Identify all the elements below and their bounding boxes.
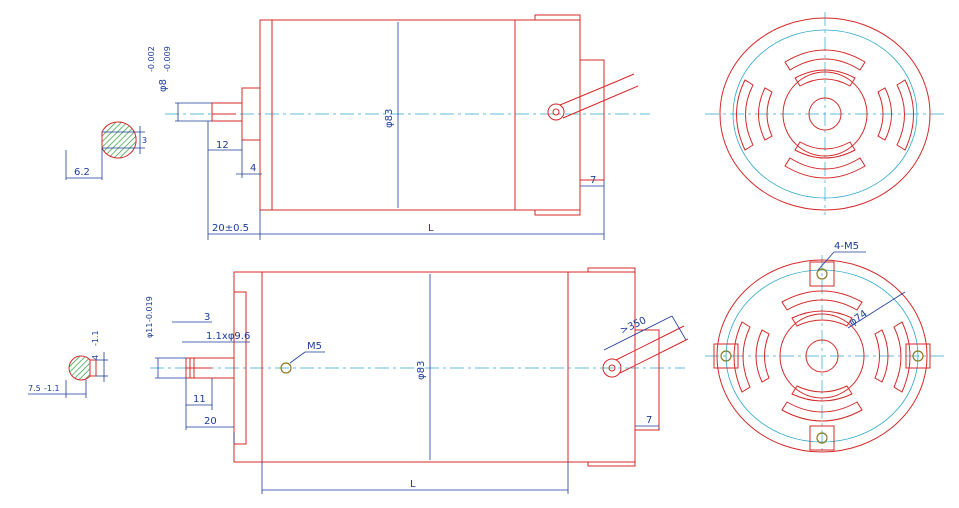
- bottom-end-hub: [779, 313, 865, 399]
- top-terminal-eye: [547, 103, 565, 121]
- top-4-label: 4: [250, 163, 256, 174]
- bottom-slot-lower-2: [791, 385, 853, 402]
- hole-left: [720, 350, 732, 362]
- bottom-11-label: 11: [193, 394, 206, 405]
- m5-leader: [289, 351, 306, 364]
- top-slot-upper-1: [784, 49, 866, 71]
- bottom-section-hatch: [68, 355, 91, 381]
- top-slot-upper-2: [794, 69, 856, 87]
- bottom-section-key: [89, 359, 97, 377]
- top-bracket-bottom: [534, 210, 581, 216]
- top-end-view: [705, 12, 945, 215]
- bottom-slot-right-1: [893, 321, 911, 393]
- top-end-cap: [579, 59, 605, 181]
- bottom-terminal-hole: [608, 364, 616, 372]
- top-end-outer: [719, 17, 931, 211]
- top-body-dia-label: φ83: [384, 109, 395, 128]
- cable-dim-ext: [671, 315, 687, 341]
- top-slot-right-2: [877, 87, 892, 141]
- bottom-collar-label: 1.1xφ9.6: [206, 331, 250, 342]
- bottom-end-outer: [716, 259, 928, 453]
- bottom-cable-3: [667, 325, 685, 335]
- tab-top: [809, 261, 835, 287]
- top-shaft: [211, 102, 243, 122]
- bottom-slot-lower-1: [781, 401, 863, 422]
- top-end-pcd: [732, 29, 918, 199]
- tab-bottom: [809, 425, 835, 451]
- flat-depth-label: 3: [142, 136, 147, 145]
- bottom-terminal-eye: [602, 358, 622, 378]
- top-cable-1: [559, 79, 621, 106]
- key-side-label: 4: [91, 355, 100, 360]
- top-slot-left-2: [758, 87, 773, 141]
- bottom-slot-left-1: [733, 321, 751, 393]
- top-slot-left-1: [736, 79, 754, 151]
- bottom-end-bore: [805, 339, 839, 373]
- key-left-tol-label: -1.1: [44, 384, 60, 393]
- bottom-shaft-section: 4 -1.1 7.5 -1.1: [28, 330, 108, 398]
- bottom-cable-4: [671, 338, 689, 348]
- bottom-end-view: 4-M5 φ74: [705, 241, 945, 455]
- bottom-bracket-bottom: [587, 462, 636, 467]
- pcd-label: φ74: [847, 308, 869, 328]
- top-shaft-section: 3 6.2: [65, 121, 147, 180]
- bottom-slot-right-2: [874, 329, 889, 383]
- bottom-shaft-tol-label: -0.019: [145, 296, 154, 322]
- top-side-view: φ83 φ8 -0.002 -0.009 12 4 20±0.5 L 7: [147, 14, 650, 240]
- top-shaft-tol-upper: -0.002: [147, 46, 156, 72]
- hole-right: [912, 350, 924, 362]
- bottom-cable-1: [615, 333, 669, 361]
- bottom-body-dia-label: φ83: [416, 361, 427, 380]
- top-body: [259, 19, 581, 211]
- bottom-20-label: 20: [204, 416, 217, 427]
- top-end-hub: [782, 71, 868, 157]
- top-12-label: 12: [216, 140, 229, 151]
- bottom-side-view: M5 φ83 φ11 -0.019 3 1.1xφ9.6 11 20 L 7 >…: [145, 267, 689, 494]
- top-end-bore: [808, 97, 842, 131]
- bottom-body: [233, 271, 636, 463]
- top-shaft-tol-lower: -0.009: [163, 46, 172, 72]
- key-left-label: 7.5: [28, 384, 41, 393]
- hole-top: [816, 268, 828, 280]
- mount-holes-label: 4-M5: [834, 241, 859, 252]
- bottom-3-label: 3: [204, 312, 210, 323]
- top-7-label: 7: [590, 175, 596, 186]
- bottom-end-pcd: [725, 269, 919, 443]
- top-section-hatch: [101, 121, 137, 159]
- bottom-7-label: 7: [646, 415, 652, 426]
- key-side-tol-label: -1.1: [91, 330, 100, 346]
- top-cable-2: [562, 91, 625, 119]
- bottom-bracket-top: [587, 267, 636, 272]
- bottom-slot-upper-2: [791, 310, 853, 327]
- top-20-label: 20±0.5: [212, 223, 249, 234]
- pcd-leader: [847, 291, 906, 329]
- top-cable-3: [619, 73, 635, 81]
- tab-right: [905, 343, 931, 369]
- top-slot-lower-2: [794, 141, 856, 159]
- flat-width-label: 6.2: [74, 167, 90, 178]
- tab-left: [713, 343, 739, 369]
- cable-dim-line: [603, 315, 673, 351]
- bottom-slot-upper-1: [781, 290, 863, 311]
- top-terminal-hole: [552, 108, 560, 116]
- bottom-L-label: L: [410, 479, 416, 490]
- mount-leader: [817, 251, 835, 271]
- bottom-shaft-collar: [189, 357, 195, 379]
- top-slot-right-1: [896, 79, 914, 151]
- hole-bottom: [816, 432, 828, 444]
- bottom-m5-hole: [280, 362, 292, 374]
- top-bracket-top: [534, 14, 581, 20]
- top-shaft-dia-label: φ8: [158, 79, 169, 92]
- bottom-cable-2: [619, 346, 673, 374]
- top-slot-lower-1: [784, 157, 866, 179]
- top-L-label: L: [428, 223, 434, 234]
- bottom-shaft-dia-label: φ11: [145, 323, 154, 338]
- bottom-end-cap: [634, 329, 660, 431]
- cable-len-label: >350: [619, 315, 649, 337]
- top-cable-4: [623, 85, 639, 93]
- m5-label: M5: [307, 341, 322, 352]
- bottom-slot-left-2: [755, 329, 770, 383]
